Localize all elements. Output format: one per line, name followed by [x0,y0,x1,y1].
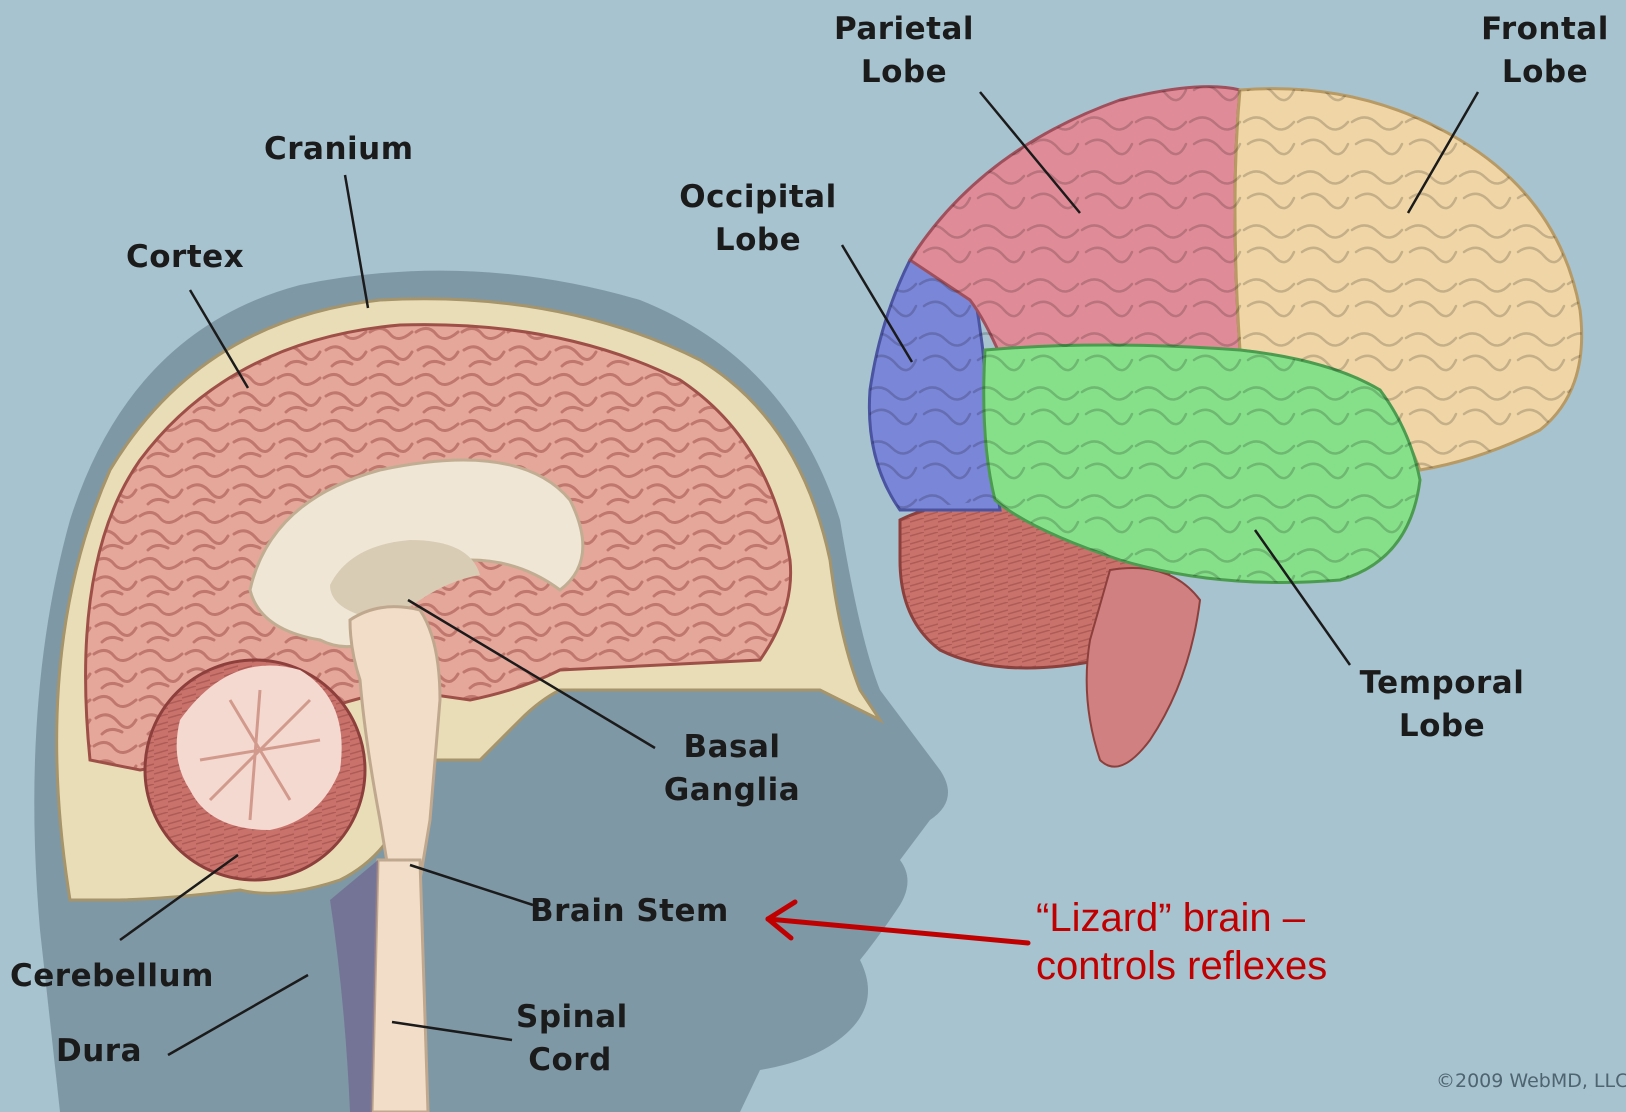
label-cortex: Cortex [126,236,244,279]
label-frontal-lobe: Frontal Lobe [1470,8,1620,94]
label-cerebellum: Cerebellum [10,955,214,998]
lizard-brain-annotation: “Lizard” brain – controls reflexes [1036,894,1327,990]
spinal-cord-shape [372,860,428,1112]
label-cranium: Cranium [264,128,414,171]
label-brain-stem: Brain Stem [530,890,729,933]
label-dura: Dura [56,1030,142,1073]
copyright-notice: ©2009 WebMD, LLC [1436,1070,1626,1092]
label-basal-ganglia: Basal Ganglia [662,726,802,812]
label-spinal-cord: Spinal Cord [516,996,624,1082]
label-temporal-lobe: Temporal Lobe [1352,662,1532,748]
label-parietal-lobe: Parietal Lobe [826,8,982,94]
side-brain-stem-shape [1087,568,1200,767]
label-occipital-lobe: Occipital Lobe [668,176,848,262]
